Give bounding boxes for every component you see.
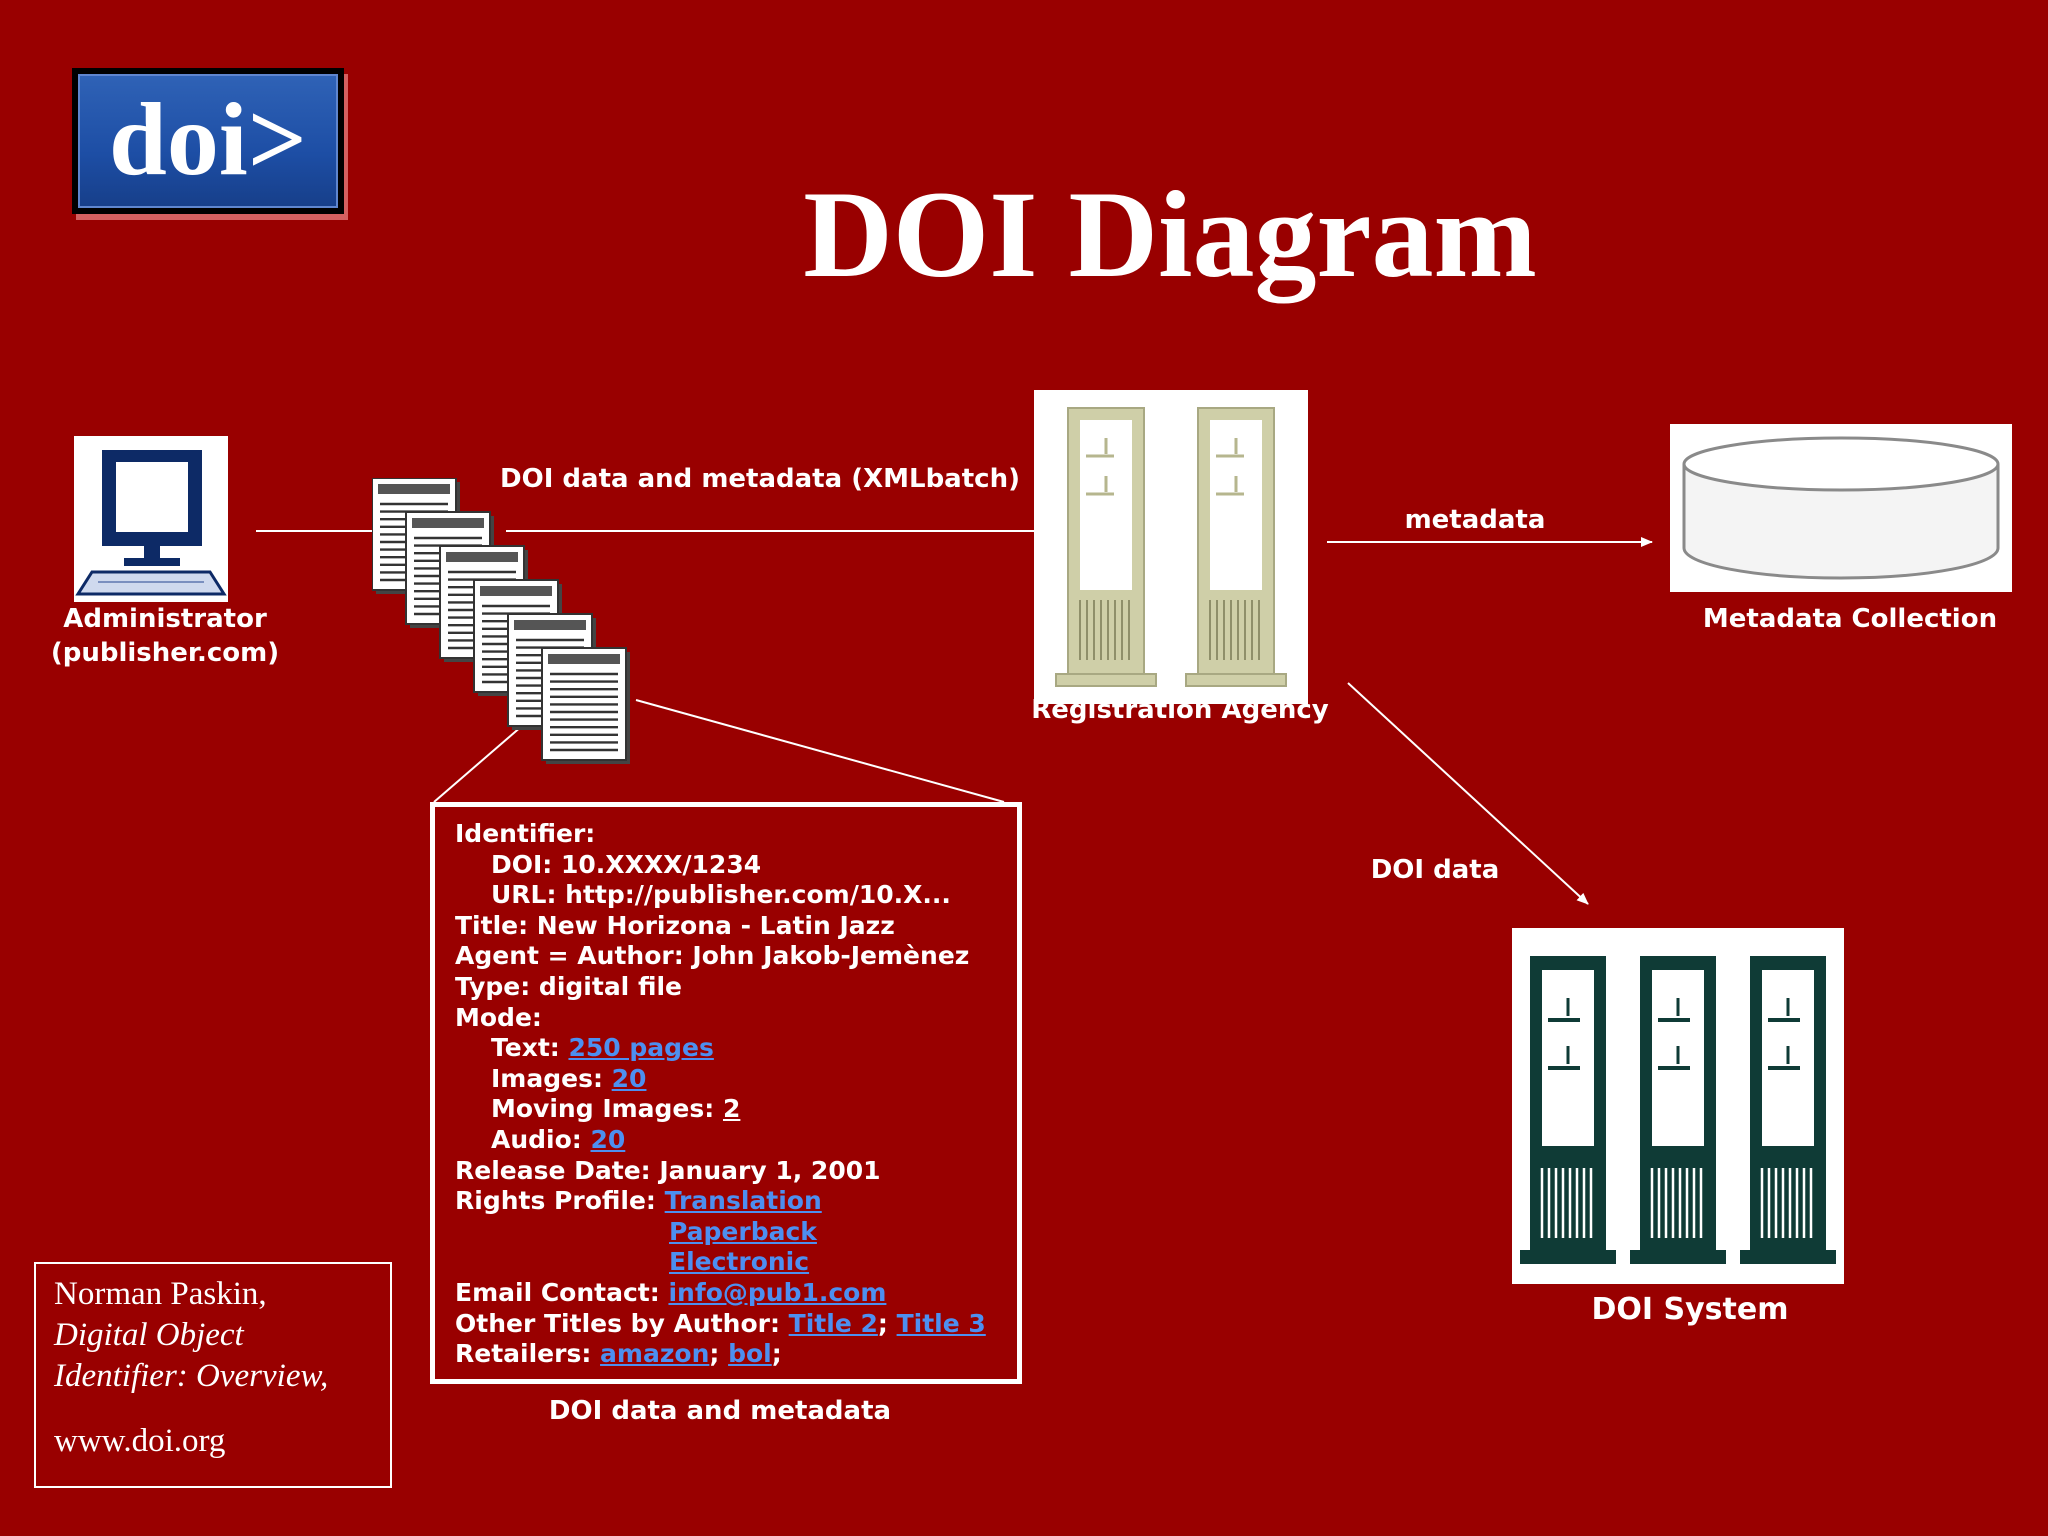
mode-moving-row: Moving Images: 2: [455, 1094, 1017, 1125]
rights-label: Rights Profile:: [455, 1186, 665, 1216]
metadata-record-box: Identifier: DOI: 10.XXXX/1234 URL: http:…: [430, 802, 1022, 1384]
mode-audio-link[interactable]: 20: [590, 1124, 626, 1154]
other-titles-label: Other Titles by Author:: [455, 1308, 789, 1338]
rights-row: Rights Profile: Translation: [455, 1186, 1017, 1217]
doi-logo: doi>: [72, 68, 344, 214]
mode-text-link[interactable]: 250 pages: [568, 1033, 714, 1063]
citation-title-line1: Digital Object: [54, 1317, 244, 1353]
rights-electronic-link[interactable]: Electronic: [669, 1247, 810, 1277]
metadata-edge-label: metadata: [1404, 505, 1546, 535]
doi-data-edge-label: DOI data: [1370, 855, 1500, 885]
retailers-row: Retailers: amazon; bol;: [455, 1339, 1017, 1370]
page-title: DOI Diagram: [803, 166, 1537, 303]
arrow-ra-to-system: [1347, 682, 1589, 905]
server-tower-icon: [1740, 956, 1836, 1264]
bol-link[interactable]: bol: [728, 1339, 772, 1369]
document-stack-icon: [372, 478, 642, 772]
title-3-link[interactable]: Title 3: [896, 1308, 986, 1338]
rights-paperback-link[interactable]: Paperback: [669, 1216, 817, 1246]
mode-label: Mode:: [455, 1002, 542, 1032]
title-value: Title: New Horizona - Latin Jazz: [455, 910, 895, 940]
callout-line-right: [635, 699, 1005, 803]
rights-row-2: Paperback: [455, 1217, 1017, 1248]
server-tower-icon: [1630, 956, 1726, 1264]
other-titles-separator: ;: [877, 1308, 897, 1338]
mode-images-row: Images: 20: [455, 1064, 1017, 1095]
administrator-label-line2: (publisher.com): [50, 638, 280, 668]
registration-agency-label: Registration Agency: [1031, 695, 1329, 725]
mode-images-label: Images:: [491, 1063, 612, 1093]
administrator-label-line1: Administrator: [63, 604, 267, 634]
doi-value: DOI: 10.XXXX/1234: [491, 849, 762, 879]
citation-title-line2: Identifier: Overview,: [54, 1358, 329, 1394]
database-icon: [1670, 424, 2012, 592]
administrator-label: Administrator (publisher.com): [0, 602, 330, 670]
registration-agency-server-icon: [1034, 390, 1308, 704]
mode-moving-label: Moving Images:: [491, 1094, 723, 1124]
mode-text-label: Text:: [491, 1033, 569, 1063]
metadata-collection-label: Metadata Collection: [1702, 604, 1998, 634]
identifier-label: Identifier:: [455, 819, 596, 848]
amazon-link[interactable]: amazon: [600, 1339, 710, 1369]
email-row: Email Contact: info@pub1.com: [455, 1278, 1017, 1309]
type-value: Type: digital file: [455, 971, 683, 1001]
citation-box: Norman Paskin, Digital Object Identifier…: [34, 1262, 392, 1488]
retailers-label: Retailers:: [455, 1339, 601, 1369]
doi-system-label: DOI System: [1591, 1292, 1789, 1327]
citation-url[interactable]: www.doi.org: [54, 1423, 226, 1459]
mode-moving-link[interactable]: 2: [722, 1094, 741, 1124]
email-label: Email Contact:: [455, 1277, 669, 1307]
mode-text-row: Text: 250 pages: [455, 1033, 1017, 1064]
mode-audio-row: Audio: 20: [455, 1125, 1017, 1156]
computer-icon: [74, 436, 228, 602]
agent-value: Agent = Author: John Jakob-Jemènez: [455, 941, 970, 971]
other-titles-row: Other Titles by Author: Title 2; Title 3: [455, 1309, 1017, 1340]
email-link[interactable]: info@pub1.com: [668, 1277, 887, 1307]
retailers-separator: ;: [709, 1339, 729, 1369]
server-tower-icon: [1520, 956, 1616, 1264]
rights-row-3: Electronic: [455, 1247, 1017, 1278]
rights-translation-link[interactable]: Translation: [664, 1186, 822, 1216]
xmlbatch-edge-label: DOI data and metadata (XMLbatch): [500, 464, 1020, 494]
mode-images-link[interactable]: 20: [611, 1063, 647, 1093]
document-sheet-icon: [541, 647, 630, 764]
doi-system-server-icon: [1512, 928, 1844, 1284]
doi-logo-text: doi>: [78, 74, 338, 208]
metadata-box-caption: DOI data and metadata: [548, 1396, 892, 1426]
release-date: Release Date: January 1, 2001: [455, 1155, 881, 1185]
mode-audio-label: Audio:: [491, 1124, 591, 1154]
citation-author: Norman Paskin,: [54, 1276, 267, 1312]
retailers-end: ;: [771, 1339, 782, 1369]
url-value: URL: http://publisher.com/10.X...: [491, 880, 951, 910]
title-2-link[interactable]: Title 2: [788, 1308, 878, 1338]
